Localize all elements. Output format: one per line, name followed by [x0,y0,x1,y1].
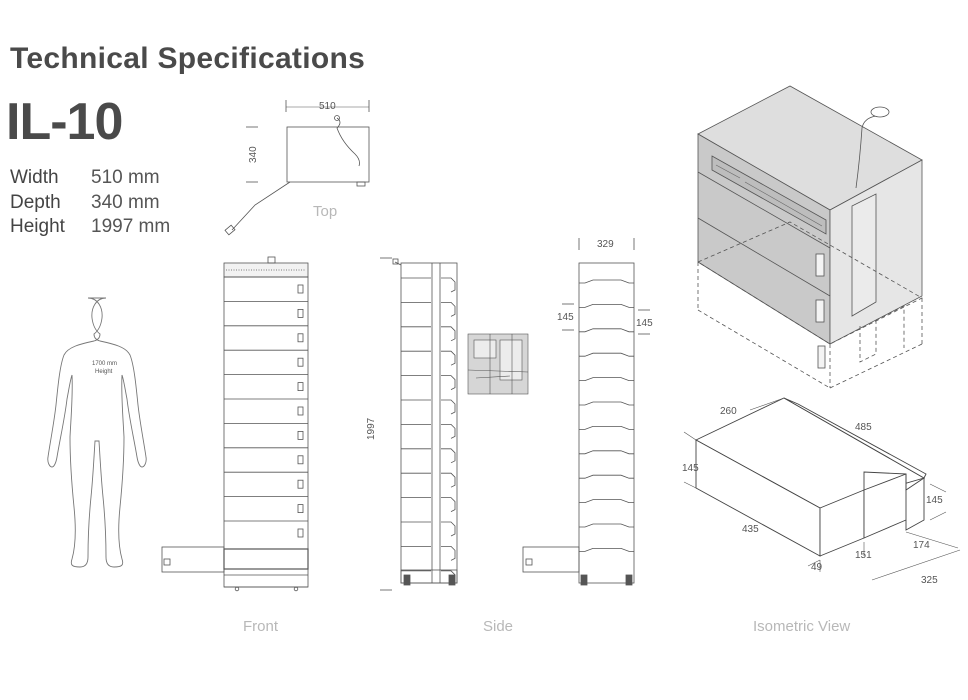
lock-icon [297,504,304,514]
shelf-line [401,424,456,439]
lock-icon [297,382,304,392]
shelf-line [401,277,456,293]
top-depth-dim: 340 [248,146,259,163]
spec-label: Depth [10,191,61,213]
shelf-line [579,450,634,455]
dim-260: 260 [720,406,737,417]
caption-isometric: Isometric View [753,618,851,635]
dim-325: 325 [921,575,938,586]
spec-value: 510 mm [91,167,160,188]
shelf-line [401,546,456,561]
lock-icon [297,357,304,367]
model-name: IL-10 [6,93,123,151]
shelf-line [579,304,634,308]
back-slot-left-dim: 145 [557,312,574,323]
shelf-line [579,377,634,381]
shelf-line [579,474,634,479]
shelf-line [401,399,456,415]
shelf-line [401,521,456,537]
caption-front: Front [243,618,279,635]
shelf-line [579,401,634,406]
top-view [224,100,370,236]
isometric-cabinet [697,85,923,389]
page-title: Technical Specifications [10,42,366,75]
shelf-line [579,499,634,503]
shelf-line [579,279,634,284]
dim-435: 435 [742,524,759,535]
front-view [161,256,309,592]
shelf-line [579,548,634,552]
caption-side: Side [483,618,514,635]
spec-width: Width 510 mm [10,167,170,192]
box-dimension-lines [683,397,961,581]
shelf-line [579,523,634,528]
figure-height-line1: 1700 mm [92,361,117,367]
shelf-line [401,350,456,366]
lock-icon [297,479,304,489]
dim-485: 485 [855,422,872,433]
shelf-line [401,302,456,317]
lock-icon [297,284,304,294]
side-view [380,257,458,591]
back-view [522,238,650,586]
back-width-dim: 329 [597,239,614,250]
shelf-line [579,352,634,357]
shelf-line [401,497,456,512]
dim-151: 151 [855,550,872,561]
dim-145-left: 145 [682,463,699,474]
shelf-line [579,426,634,430]
spec-depth: Depth 340 mm [10,192,170,217]
shelf-line [579,328,634,333]
top-width-dim: 510 [319,101,336,112]
figure-height-line2: Height [95,369,113,375]
spec-value: 1997 mm [91,216,171,237]
lock-icon [297,308,304,318]
lock-icon [297,406,304,416]
spec-height: Height 1997 mm [10,216,170,241]
lock-icon [297,333,304,343]
spec-label: Width [10,167,59,188]
dim-145-right: 145 [926,495,943,506]
shelf-line [401,326,456,342]
human-silhouette [47,297,147,568]
lock-icon [297,430,304,440]
lock-icon [297,455,304,465]
lock-icon [297,528,304,538]
spec-value: 340 mm [91,191,160,213]
caption-top: Top [313,203,338,220]
side-height-dim: 1997 [366,417,377,440]
isometric-drawer-box [695,397,927,557]
shelf-line [401,448,456,464]
dim-174: 174 [913,540,930,551]
spec-label: Height [10,216,65,237]
dim-49: 49 [811,562,823,573]
spec-list: Width 510 mm Depth 340 mm Height 1997 mm [10,167,170,241]
shelf-line [401,375,456,390]
shelf-line [401,472,456,488]
back-slot-right-dim: 145 [636,318,653,329]
detail-inset [467,333,529,395]
